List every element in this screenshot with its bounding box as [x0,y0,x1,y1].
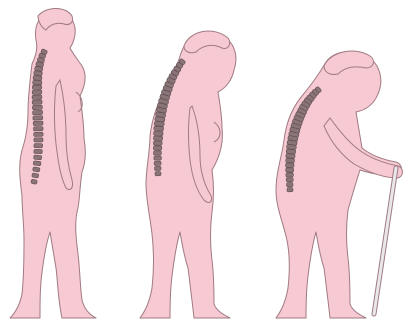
vertebra [32,105,42,110]
vertebra [33,161,41,166]
vertebra [33,167,41,172]
vertebra [34,71,43,76]
vertebra [286,154,295,159]
vertebra [33,80,42,85]
vertebra [153,141,162,146]
vertebra [33,116,43,121]
vertebra [153,146,161,150]
vertebra [33,121,43,126]
vertebra [33,75,42,80]
vertebra [154,156,162,160]
vertebra [286,168,294,172]
vertebra [286,163,295,168]
vertebra [34,138,43,142]
vertebra [154,161,161,165]
vertebra [34,132,43,136]
vertebra [154,121,164,126]
vertebra [153,136,162,141]
vertebra [32,100,42,105]
vertebra [154,166,161,170]
vertebra [32,95,42,99]
vertebra [33,126,43,130]
vertebra [286,182,293,186]
vertebra [32,173,39,178]
vertebra [34,155,42,160]
vertebra [286,158,295,163]
vertebra [154,126,164,131]
vertebra [34,143,43,147]
vertebra [153,131,163,136]
vertebra [32,90,42,94]
vertebra [286,178,293,182]
vertebra [286,149,296,154]
vertebra [34,149,43,154]
vertebra [287,187,293,191]
vertebra [286,173,294,177]
vertebra [32,110,42,115]
vertebra [32,85,41,89]
vertebra [155,171,161,175]
vertebra [153,151,161,155]
